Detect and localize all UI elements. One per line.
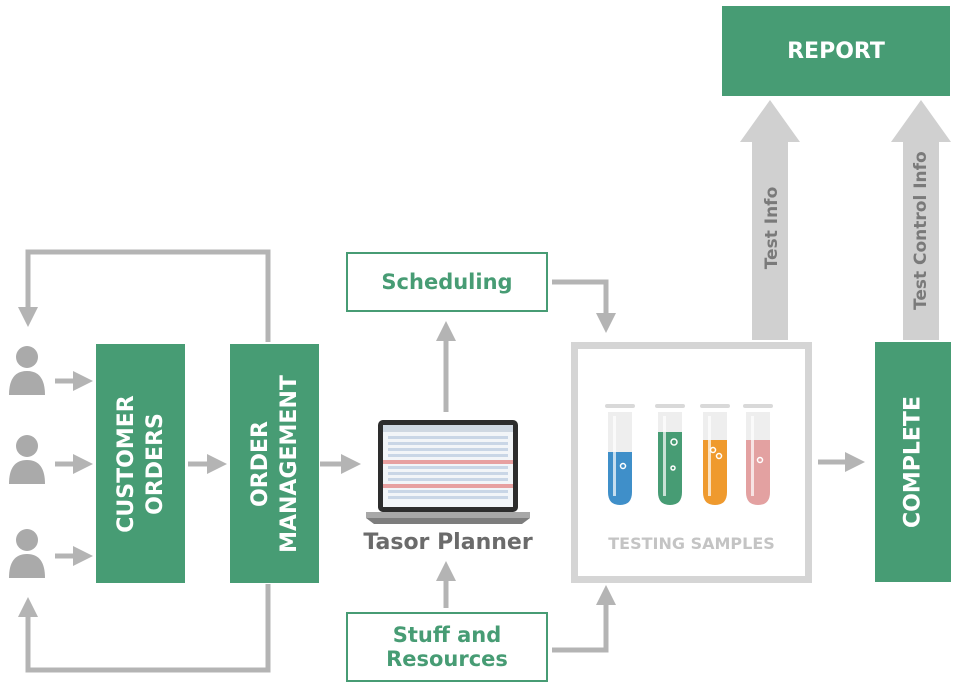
complete-label: COMPLETE: [900, 396, 926, 528]
test-tube-icon: [743, 404, 773, 408]
planner-label: Tasor Planner: [363, 530, 533, 555]
resources-line-2: Resources: [386, 647, 508, 671]
resources-line-1: Stuff and: [392, 623, 502, 647]
person-icon: [9, 435, 45, 484]
resources-to-testing-arrow: [552, 585, 616, 653]
testing-samples-label: TESTING SAMPLES: [608, 534, 775, 553]
loop-bottom-connector: [18, 584, 271, 673]
customer-orders-line-2: ORDERS: [142, 412, 168, 515]
test-info-label: Test Info: [762, 186, 782, 270]
scheduling-label: Scheduling: [381, 270, 513, 294]
test-control-block-arrow: [891, 100, 951, 340]
laptop-icon: [366, 420, 530, 524]
order-management-line-2: MANAGEMENT: [276, 374, 302, 553]
customer-orders-line-1: CUSTOMER: [113, 394, 139, 533]
scheduling-box: Scheduling: [346, 252, 548, 312]
order-management-box: ORDER MANAGEMENT: [230, 344, 319, 583]
person-icon: [9, 529, 45, 578]
person-icon: [9, 346, 45, 395]
complete-box: COMPLETE: [875, 342, 951, 582]
order-management-line-1: ORDER: [247, 420, 273, 507]
report-label: REPORT: [787, 38, 885, 64]
test-control-info-label: Test Control Info: [911, 151, 931, 310]
test-tube-icon: [700, 404, 730, 408]
resources-box: Stuff and Resources: [346, 612, 548, 682]
loop-top-connector: [18, 249, 271, 342]
customer-orders-box: CUSTOMER ORDERS: [96, 344, 185, 583]
report-box: REPORT: [722, 6, 950, 96]
test-tube-icon: [605, 404, 635, 408]
test-info-block-arrow: [740, 100, 800, 340]
test-tube-icon: [655, 404, 685, 408]
scheduling-to-testing-arrow: [552, 279, 616, 333]
test-tubes: [605, 404, 773, 505]
